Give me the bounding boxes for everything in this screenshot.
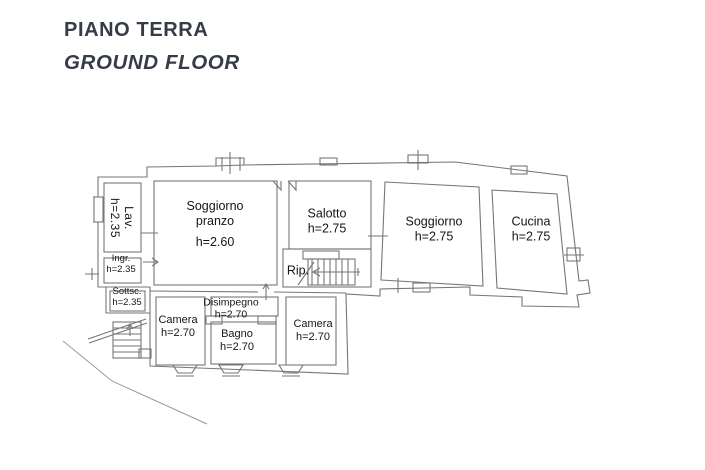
- room-height: h=2.35: [106, 264, 136, 275]
- room-name: Camera: [293, 318, 333, 331]
- room-name: Bagno: [221, 328, 253, 341]
- bagno-pillar-left: [205, 315, 223, 325]
- room-height: h=2.75: [414, 229, 454, 243]
- terrain-line: [62, 340, 208, 425]
- room-height: h=2.75: [511, 229, 551, 243]
- room-name: Soggiorno: [186, 198, 244, 213]
- room-soggiorno-walls: [380, 181, 484, 287]
- door-leaf-2: [287, 180, 297, 192]
- room-name-2: pranzo: [195, 213, 235, 228]
- label-cucina: Cucina h=2.75: [512, 214, 551, 244]
- room-height: h=2.70: [220, 341, 254, 353]
- window-wing-2: [218, 364, 244, 377]
- room-name: Ingr.: [111, 252, 131, 264]
- label-soggiorno-pranzo: Soggiorno pranzo h=2.60: [187, 199, 244, 249]
- room-height: h=2.70: [214, 309, 248, 321]
- stairs-internal: [297, 250, 360, 286]
- label-soggiorno: Soggiorno h=2.75: [406, 214, 463, 244]
- door-ingresso-arrow: [143, 257, 159, 267]
- label-disimpegno: Disimpegno h=2.70: [203, 297, 258, 322]
- room-name: Rip.: [286, 263, 310, 278]
- label-ingresso: Ingr. h=2.35: [106, 253, 135, 275]
- bagno-pillar-right: [257, 315, 277, 325]
- window-wing-1: [172, 364, 198, 377]
- room-height: h=2.35: [112, 297, 142, 308]
- door-cross-exterior: [85, 268, 99, 280]
- room-camera-2-walls: [285, 296, 337, 366]
- label-lav: Lav. h=2.35: [108, 198, 136, 238]
- room-name: Salotto: [307, 206, 347, 221]
- door-leaf-1: [272, 180, 282, 192]
- window-top-2: [319, 157, 338, 166]
- wall-sottoscala-outer: [106, 286, 151, 313]
- window-cucina-right: [564, 247, 584, 262]
- room-name: Lav.: [122, 206, 137, 230]
- room-name: Disimpegno: [203, 296, 259, 309]
- window-top-4: [510, 165, 528, 175]
- room-height: h=2.75: [307, 221, 347, 235]
- room-lav-walls: [103, 182, 142, 253]
- room-height: h=2.35: [108, 197, 122, 239]
- label-sottoscala: Sottsc. h=2.35: [112, 286, 141, 308]
- label-camera-1: Camera h=2.70: [158, 314, 197, 340]
- stairs-exterior: [87, 318, 152, 359]
- page-title: PIANO TERRA GROUND FLOOR: [64, 20, 240, 74]
- label-ripostiglio: Rip.: [287, 264, 309, 279]
- room-disimpegno-walls: [210, 296, 279, 317]
- door-marks: [85, 180, 388, 300]
- window-top-1: [215, 152, 245, 174]
- window-top-3: [407, 150, 429, 170]
- windows: [93, 150, 584, 377]
- room-name: Sottsc.: [112, 285, 142, 297]
- room-height: h=2.60: [195, 234, 235, 249]
- room-cucina-walls: [491, 189, 568, 295]
- door-disimpegno-arrow: [262, 282, 270, 300]
- label-salotto: Salotto h=2.75: [308, 206, 347, 236]
- label-camera-2: Camera h=2.70: [293, 318, 332, 344]
- room-ripostiglio-walls: [282, 248, 372, 288]
- room-height: h=2.70: [161, 327, 195, 339]
- room-name: Cucina: [511, 214, 551, 229]
- title-italian: PIANO TERRA: [64, 19, 209, 41]
- room-ingresso-walls: [103, 257, 142, 284]
- window-wing-3: [278, 364, 304, 377]
- building-outline: [97, 157, 591, 375]
- room-height: h=2.70: [296, 331, 330, 343]
- window-lav-left: [93, 196, 104, 223]
- room-sottoscala-walls: [109, 290, 146, 312]
- label-bagno: Bagno h=2.70: [220, 328, 254, 354]
- room-name: Camera: [158, 314, 198, 327]
- window-soggiorno-bottom: [397, 278, 431, 293]
- wall-band-wing: [149, 290, 347, 294]
- room-bagno-walls: [210, 321, 277, 365]
- title-english: GROUND FLOOR: [64, 51, 240, 74]
- room-name: Soggiorno: [405, 214, 463, 229]
